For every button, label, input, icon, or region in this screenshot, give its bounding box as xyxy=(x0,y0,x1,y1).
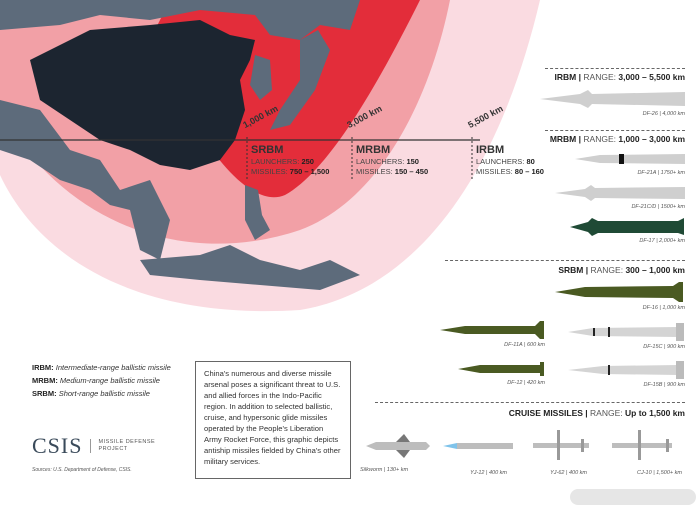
df-21a-caption: DF-21A | 1750+ km xyxy=(637,170,685,176)
silkworm-missile-icon xyxy=(366,434,430,458)
yj-12-missile-icon xyxy=(443,443,513,449)
df-17-missile-icon xyxy=(570,218,684,236)
legend-item-mrbm: MRBM: Medium-range ballistic missile xyxy=(32,376,160,385)
land-philippines xyxy=(245,185,270,240)
irbm-block: IRBM LAUNCHERS: 80 MISSILES: 80 – 160 xyxy=(476,144,544,177)
df-12-missile-icon xyxy=(458,362,544,376)
cj-10-missile-icon xyxy=(612,430,672,460)
df-11a-missile-icon xyxy=(440,321,544,339)
land-indonesia xyxy=(140,245,360,290)
csis-wordmark: CSIS xyxy=(32,433,83,458)
srbm-section-header: SRBM | RANGE: 300 – 1,000 km xyxy=(558,265,685,275)
description-box: China's numerous and diverse missile ars… xyxy=(195,361,351,479)
df-16-missile-icon xyxy=(555,282,683,302)
cruise-section-header: CRUISE MISSILES | RANGE: Up to 1,500 km xyxy=(508,408,685,418)
irbm-section-header: IRBM | RANGE: 3,000 – 5,500 km xyxy=(554,72,685,82)
df-15c-caption: DF-15C | 900 km xyxy=(643,344,685,350)
missiles-label: MISSILES: xyxy=(356,167,393,176)
legend-item-irbm: IRBM: Intermediate-range ballistic missi… xyxy=(32,363,171,372)
silkworm-caption: Silkworm | 130+ km xyxy=(360,467,409,473)
mrbm-section-header: MRBM | RANGE: 1,000 – 3,000 km xyxy=(549,134,685,144)
yj-12-caption: YJ-12 | 400 km xyxy=(470,470,507,476)
sources: Sources: U.S. Department of Defense, CSI… xyxy=(32,467,132,473)
land-china xyxy=(30,20,255,170)
df-26-missile-icon xyxy=(540,90,685,108)
land-korea xyxy=(250,55,272,100)
srbm-title: SRBM xyxy=(251,144,284,156)
missiles-value: 150 – 450 xyxy=(394,167,429,176)
divider xyxy=(545,68,685,69)
launchers-value: 250 xyxy=(301,157,314,166)
df-15b-missile-icon xyxy=(568,361,684,379)
legend: IRBM: Intermediate-range ballistic missi… xyxy=(32,361,171,400)
mrbm-title: MRBM xyxy=(356,144,391,156)
df-26-caption: DF-26 | 4,000 km xyxy=(642,111,685,117)
df-21cd-caption: DF-21C/D | 1500+ km xyxy=(631,204,685,210)
land-japan xyxy=(270,30,330,130)
df-12-caption: DF-12 | 420 km xyxy=(507,380,545,386)
launchers-label: LAUNCHERS: xyxy=(476,157,525,166)
df-15c-missile-icon xyxy=(568,323,684,341)
missiles-value: 80 – 160 xyxy=(514,167,544,176)
launchers-value: 150 xyxy=(406,157,419,166)
df-17-caption: DF-17 | 2,000+ km xyxy=(639,238,685,244)
irbm-title: IRBM xyxy=(476,144,505,156)
df-16-caption: DF-16 | 1,000 km xyxy=(642,305,685,311)
df-15b-caption: DF-15B | 900 km xyxy=(643,382,685,388)
divider xyxy=(375,402,685,403)
srbm-block: SRBM LAUNCHERS: 250 MISSILES: 750 – 1,50… xyxy=(251,144,329,177)
mrbm-block: MRBM LAUNCHERS: 150 MISSILES: 150 – 450 xyxy=(356,144,428,177)
launchers-label: LAUNCHERS: xyxy=(356,157,405,166)
missiles-value: 750 – 1,500 xyxy=(289,167,330,176)
divider xyxy=(545,130,685,131)
launchers-label: LAUNCHERS: xyxy=(251,157,300,166)
cj-10-caption: CJ-10 | 1,500+ km xyxy=(637,470,682,476)
df-21cd-missile-icon xyxy=(555,185,685,201)
missiles-label: MISSILES: xyxy=(251,167,288,176)
launchers-value: 80 xyxy=(526,157,535,166)
land-north xyxy=(0,0,360,40)
divider xyxy=(445,260,685,261)
missiles-label: MISSILES: xyxy=(476,167,513,176)
watermark xyxy=(570,489,696,505)
df-21a-missile-icon xyxy=(575,154,685,164)
yj-62-caption: YJ-62 | 400 km xyxy=(550,470,587,476)
legend-item-srbm: SRBM: Short-range ballistic missile xyxy=(32,389,150,398)
df-11a-caption: DF-11A | 600 km xyxy=(504,342,545,348)
yj-62-missile-icon xyxy=(533,430,589,460)
